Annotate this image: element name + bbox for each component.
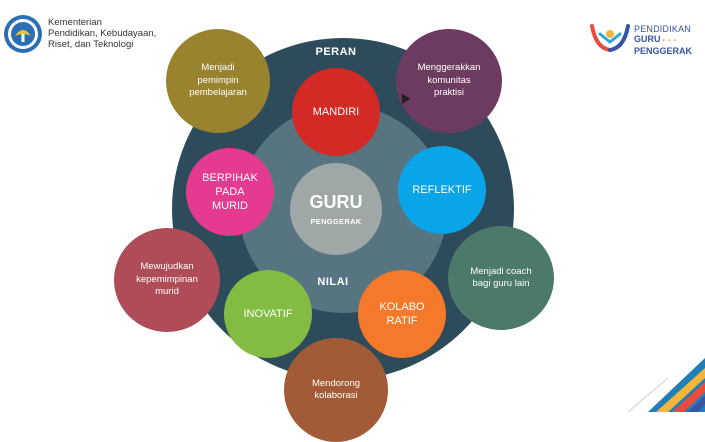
role-bubble-mendorong-kolaborasi: Mendorong kolaborasi — [284, 338, 388, 442]
value-bubble-mandiri: MANDIRI — [292, 68, 380, 156]
guru-penggerak-logo — [590, 24, 630, 52]
program-line-2-text: GURU — [634, 34, 661, 44]
role-bubble-kepemimpinan-murid: Mewujudkan kepemimpinan murid — [114, 228, 220, 332]
center-subtitle: PENGGERAK — [310, 217, 362, 226]
inner-ring-label: NILAI — [317, 276, 349, 288]
ministry-name: Kementerian Pendidikan, Kebudayaan, Rise… — [48, 17, 157, 50]
program-dots: • • • — [662, 38, 678, 44]
value-bubble-inovatif: INOVATIF — [224, 270, 312, 358]
program-name: PENDIDIKAN GURU• • • PENGGERAK — [634, 24, 692, 56]
program-line-3: PENGGERAK — [634, 46, 693, 56]
role-bubble-pemimpin-pembelajaran: Menjadi pemimpin pembelajaran — [166, 29, 270, 133]
value-bubble-berpihak-pada-murid: BERPIHAK PADA MURID — [186, 148, 274, 236]
role-bubble-menggerakkan-komunitas: Menggerakkan komunitas praktisi — [396, 29, 502, 133]
center-circle — [290, 163, 382, 255]
tut-wuri-handayani-logo — [4, 15, 42, 53]
value-bubble-reflektif: REFLEKTIF — [398, 146, 486, 234]
role-bubble-coach-guru-lain: Menjadi coach bagi guru lain — [448, 226, 554, 330]
center-title: GURU — [309, 192, 363, 212]
program-line-2: GURU• • • — [634, 34, 692, 46]
program-line-1: PENDIDIKAN — [634, 24, 692, 34]
value-bubble-kolaboratif: KOLABO RATIF — [358, 270, 446, 358]
decorative-corner-pattern — [628, 358, 705, 412]
outer-ring-label: PERAN — [315, 46, 357, 58]
